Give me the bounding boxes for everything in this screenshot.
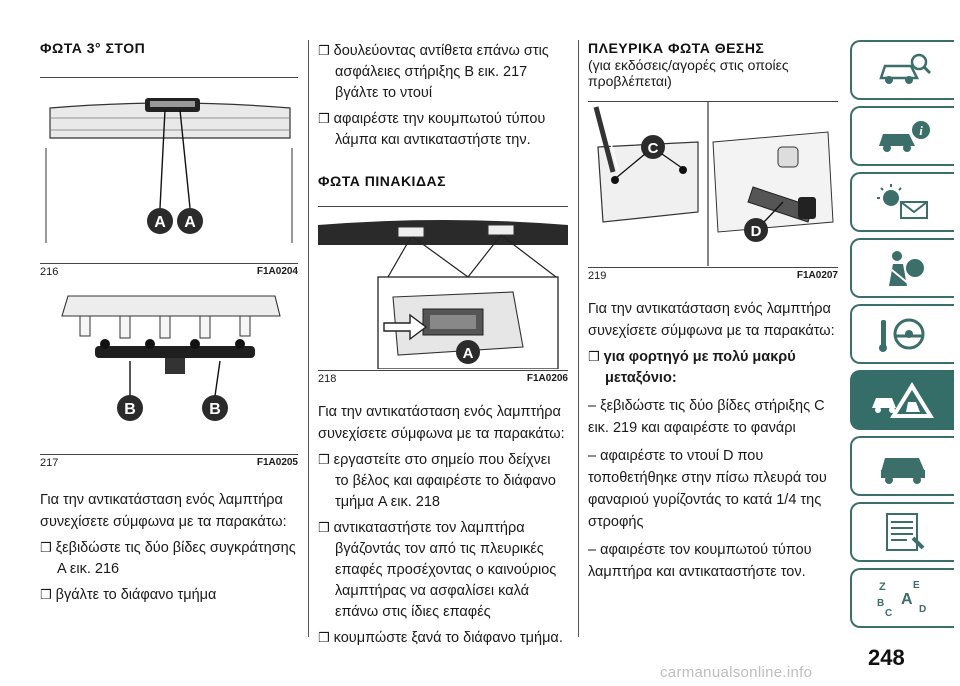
- figure-216-number: 216: [40, 266, 59, 278]
- tab-warning-lights[interactable]: [850, 172, 954, 232]
- figure-217-number: 217: [40, 457, 59, 469]
- figure-217-caption: 217 F1A0205: [40, 454, 298, 469]
- figure-217-illustration: B B: [61, 295, 281, 421]
- svg-text:Z: Z: [879, 581, 886, 593]
- svg-text:i: i: [919, 123, 923, 138]
- col3-step-2: – αφαιρέστε το ντουί D που τοποθετήθηκε …: [588, 448, 827, 530]
- checkbox-icon: ❒: [318, 520, 330, 535]
- svg-text:B: B: [877, 598, 884, 609]
- column-divider-2: [578, 40, 579, 637]
- section-heading-third-stop-light: ΦΩΤΑ 3° ΣΤΟΠ: [40, 40, 146, 56]
- col3-intro: Για την αντικατάσταση ενός λαμπτήρα συνε…: [588, 301, 835, 339]
- airbag-person-icon: [886, 251, 924, 286]
- tab-technical-data[interactable]: [850, 502, 954, 562]
- figure-219-label-d: D: [751, 223, 762, 240]
- figure-218-number: 218: [318, 373, 337, 385]
- col1-bullet-2: ❒βγάλτε το διάφανο τμήμα: [40, 587, 217, 603]
- figure-218-caption: 218 F1A0206: [318, 370, 568, 385]
- col2-bullet-1: ❒εργαστείτε στο σημείο που δείχνει το βέ…: [318, 452, 556, 510]
- section-heading-plate-lights: ΦΩΤΑ ΠΙΝΑΚΙΔΑΣ: [318, 173, 447, 189]
- col3-bullet-bold: ❒για φορτηγό με πολύ μακρύ μεταξόνιο:: [588, 349, 796, 386]
- svg-text:D: D: [919, 604, 926, 615]
- section-subheading: (για εκδόσεις/αγορές στις οποίες προβλέπ…: [588, 57, 789, 89]
- car-search-icon: [879, 53, 932, 84]
- figure-218-illustration: A: [318, 220, 568, 369]
- steering-key-icon: [879, 318, 925, 352]
- col2-intro: Για την αντικατάσταση ενός λαμπτήρα συνε…: [318, 404, 565, 442]
- figure-217-label-b2: B: [209, 401, 221, 418]
- checkbox-icon: ❒: [318, 630, 330, 645]
- checkbox-icon: ❒: [40, 587, 52, 602]
- tab-starting-driving[interactable]: [850, 304, 954, 364]
- figure-219-code: F1A0207: [796, 270, 838, 281]
- figure-216-caption: 216 F1A0204: [40, 263, 298, 278]
- column-1: ΦΩΤΑ 3° ΣΤΟΠ A A 216 F1A0204: [40, 40, 298, 606]
- col3-step-1: – ξεβιδώστε τις δύο βίδες στήριξης C εικ…: [588, 398, 825, 436]
- figure-216-code: F1A0204: [256, 266, 298, 277]
- column-divider-1: [308, 40, 309, 637]
- checkbox-icon: ❒: [318, 452, 330, 467]
- watermark: carmanualsonline.info: [660, 664, 813, 681]
- figure-216: A A: [40, 77, 298, 263]
- car-info-icon: i: [879, 121, 930, 152]
- column-2: ❒δουλεύοντας αντίθετα επάνω στις ασφάλει…: [318, 40, 568, 649]
- figure-219-label-c: C: [648, 140, 659, 157]
- figure-216-label-a2: A: [184, 214, 196, 231]
- checkbox-icon: ❒: [588, 349, 600, 364]
- tab-emergency[interactable]: [850, 370, 954, 430]
- figure-219: C D: [588, 101, 838, 267]
- figure-217-label-b1: B: [124, 401, 136, 418]
- col2-bullet-2: ❒αντικαταστήστε τον λαμπτήρα βγάζοντάς τ…: [318, 520, 557, 620]
- checkbox-icon: ❒: [40, 540, 52, 555]
- col1-intro: Για την αντικατάσταση ενός λαμπτήρα συνε…: [40, 492, 287, 530]
- warning-light-mail-icon: [877, 184, 928, 219]
- col3-step-3: – αφαιρέστε τον κουμπωτού τύπου λαμπτήρα…: [588, 542, 812, 580]
- svg-text:A: A: [901, 591, 913, 608]
- figure-219-number: 219: [588, 270, 607, 282]
- column-3: ΠΛΕΥΡΙΚΑ ΦΩΤΑ ΘΕΣΗΣ (για εκδόσεις/αγορές…: [588, 40, 838, 583]
- col2-bullet-top-2: ❒αφαιρέστε την κουμπωτού τύπου λάμπα και…: [318, 111, 546, 148]
- tab-car-info[interactable]: i: [850, 106, 954, 166]
- figure-217-code: F1A0205: [256, 457, 298, 468]
- col1-bullet-1: ❒ξεβιδώστε τις δύο βίδες συγκράτησης A ε…: [40, 540, 296, 577]
- page-number: 248: [868, 645, 905, 670]
- col2-bullet-top-1: ❒δουλεύοντας αντίθετα επάνω στις ασφάλει…: [318, 43, 549, 101]
- svg-text:E: E: [913, 580, 920, 591]
- figure-217: B B: [40, 286, 298, 454]
- warning-triangle-car-icon: [872, 382, 934, 418]
- chapter-tabs: i: [850, 40, 954, 634]
- svg-text:C: C: [885, 608, 892, 618]
- figure-218: A: [318, 206, 568, 370]
- checkbox-icon: ❒: [318, 111, 330, 126]
- tab-index[interactable]: Z E B A C D: [850, 568, 954, 628]
- figure-216-illustration: A A: [45, 98, 293, 243]
- tab-car-search[interactable]: [850, 40, 954, 100]
- figure-219-caption: 219 F1A0207: [588, 267, 838, 282]
- document-list-icon: [886, 513, 925, 551]
- figure-219-illustration: C D: [588, 102, 834, 266]
- figure-218-code: F1A0206: [526, 373, 568, 384]
- tab-safety[interactable]: [850, 238, 954, 298]
- checkbox-icon: ❒: [318, 43, 330, 58]
- section-heading-side-position-lights: ΠΛΕΥΡΙΚΑ ΦΩΤΑ ΘΕΣΗΣ: [588, 40, 765, 56]
- alphabet-index-icon: Z E B A C D: [877, 580, 926, 618]
- col2-bullet-3: ❒κουμπώστε ξανά το διάφανο τμήμα.: [318, 630, 563, 646]
- figure-218-label-a: A: [463, 345, 474, 362]
- car-service-icon: [881, 458, 925, 484]
- figure-216-label-a1: A: [154, 214, 166, 231]
- tab-maintenance[interactable]: [850, 436, 954, 496]
